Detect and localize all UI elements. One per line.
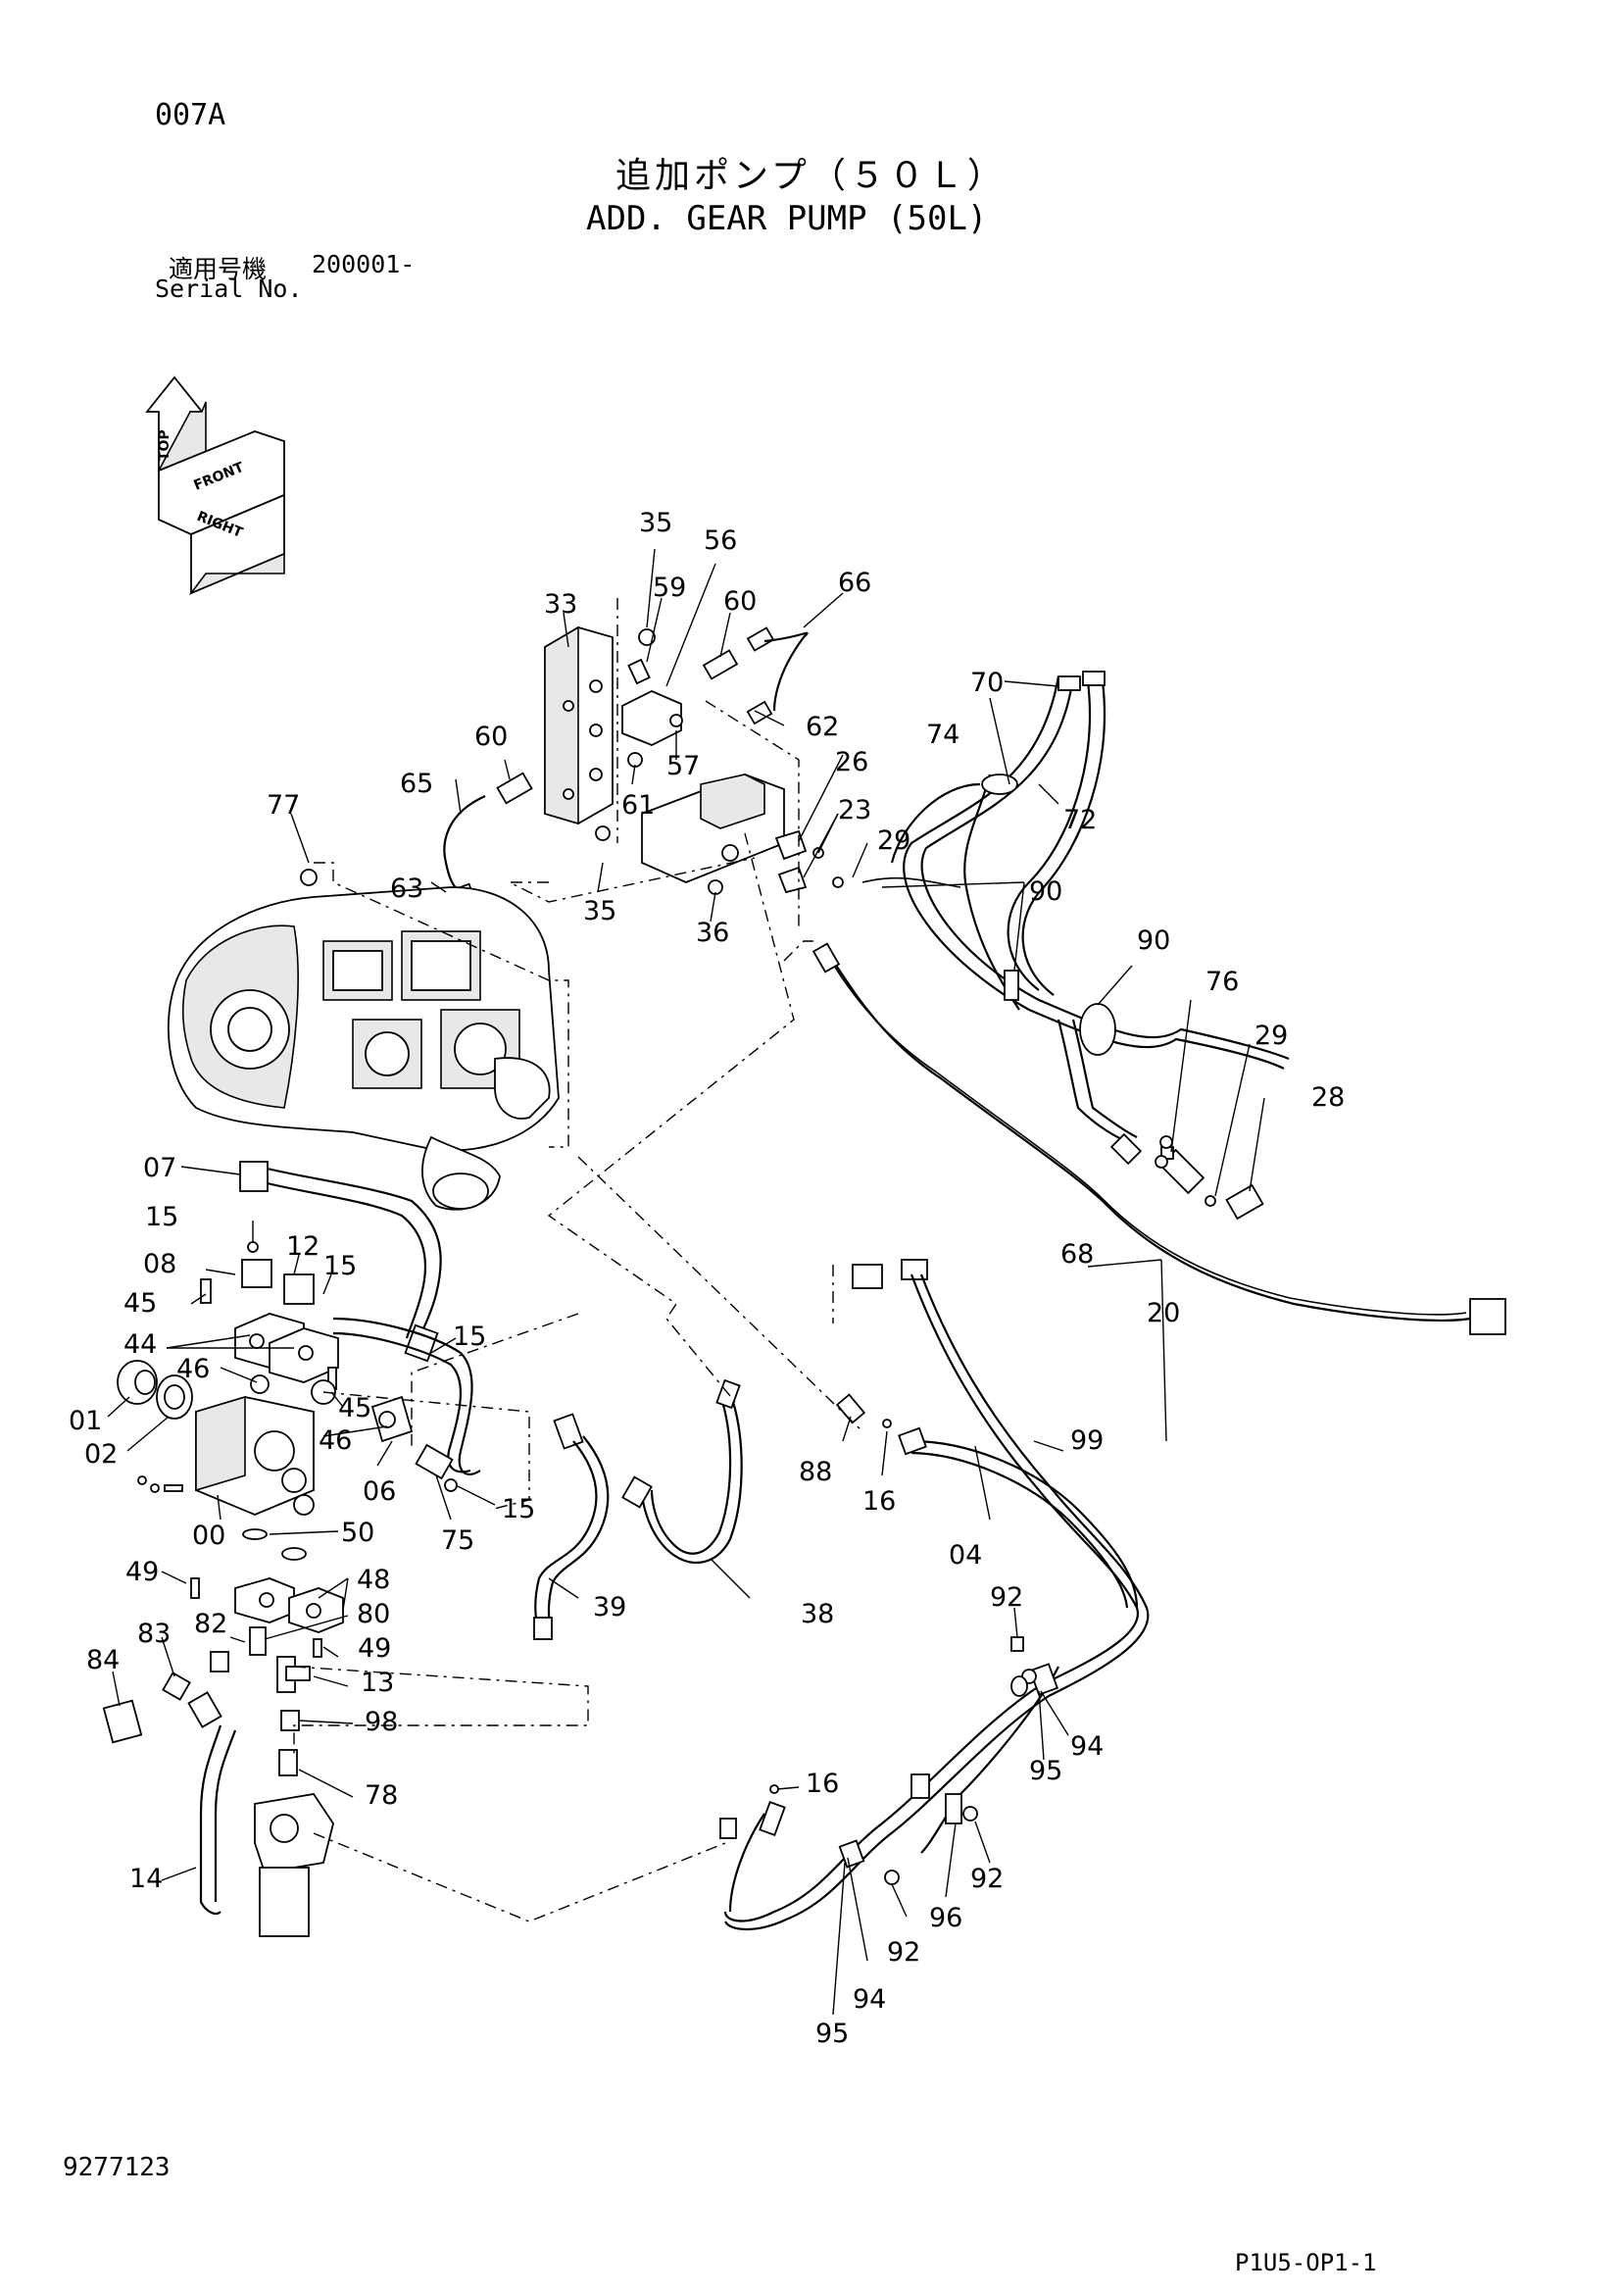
main-pump-assembly xyxy=(167,869,560,1211)
hoses-99-04 xyxy=(719,1259,1150,1930)
callout-29: 29 xyxy=(877,825,910,856)
hose-68 xyxy=(812,942,1506,1335)
callout-23: 23 xyxy=(838,795,871,825)
callout-20: 20 xyxy=(1147,1298,1180,1328)
callout-99: 99 xyxy=(1070,1425,1104,1456)
callout-59: 59 xyxy=(653,573,686,603)
callout-06: 06 xyxy=(363,1476,396,1507)
callout-60: 60 xyxy=(723,586,757,617)
callout-65: 65 xyxy=(400,769,433,799)
callout-44: 44 xyxy=(123,1329,157,1360)
callout-95: 95 xyxy=(1029,1756,1062,1786)
callout-46: 46 xyxy=(176,1354,210,1384)
callout-94: 94 xyxy=(853,1984,886,2015)
orientation-top-label: TOP xyxy=(157,429,172,461)
callout-numbers: 35 56 59 60 66 33 62 60 57 65 61 26 23 2… xyxy=(69,508,1345,2049)
callout-66: 66 xyxy=(838,568,871,598)
callout-08: 08 xyxy=(143,1249,176,1279)
callout-13: 13 xyxy=(361,1668,394,1698)
callout-83: 83 xyxy=(137,1619,171,1649)
callout-62: 62 xyxy=(806,712,839,742)
hose-bundle-upper xyxy=(861,671,1290,1221)
callout-75: 75 xyxy=(441,1525,474,1556)
callout-80: 80 xyxy=(357,1599,390,1629)
serial-label-japanese: 適用号機 xyxy=(169,255,268,283)
callout-92: 92 xyxy=(970,1864,1004,1894)
valve-bracket-assembly xyxy=(443,625,844,908)
callout-56: 56 xyxy=(704,525,737,556)
document-number: 9277123 xyxy=(63,2153,171,2182)
callout-82: 82 xyxy=(194,1609,227,1639)
callout-48: 48 xyxy=(357,1565,390,1595)
callout-57: 57 xyxy=(666,751,700,781)
callout-68: 68 xyxy=(1060,1239,1094,1270)
callout-26: 26 xyxy=(835,747,868,777)
callout-14: 14 xyxy=(129,1864,163,1894)
callout-15: 15 xyxy=(502,1494,535,1524)
callout-45: 45 xyxy=(338,1393,371,1423)
callout-90: 90 xyxy=(1137,925,1170,956)
gear-pump-assembly xyxy=(102,1161,481,1937)
callout-63: 63 xyxy=(390,873,423,904)
orientation-indicator: TOP FRONT RIGHT xyxy=(145,375,285,595)
callout-38: 38 xyxy=(801,1599,834,1629)
callout-07: 07 xyxy=(143,1153,176,1183)
callout-28: 28 xyxy=(1311,1082,1345,1113)
callout-16: 16 xyxy=(862,1486,896,1517)
callout-72: 72 xyxy=(1063,805,1097,835)
serial-label-english: Serial No. xyxy=(155,275,303,303)
callout-15: 15 xyxy=(145,1202,178,1232)
page-id: 007A xyxy=(155,98,226,132)
callout-50: 50 xyxy=(341,1518,374,1548)
callout-36: 36 xyxy=(696,918,729,948)
callout-98: 98 xyxy=(365,1707,398,1737)
callout-49: 49 xyxy=(358,1633,391,1664)
callout-02: 02 xyxy=(84,1439,118,1470)
callout-76: 76 xyxy=(1205,967,1239,997)
callout-74: 74 xyxy=(926,720,959,750)
callout-78: 78 xyxy=(365,1780,398,1811)
leader-lines xyxy=(107,548,1265,2016)
callout-29: 29 xyxy=(1254,1021,1288,1051)
callout-60: 60 xyxy=(474,722,508,752)
callout-77: 77 xyxy=(267,790,300,821)
title-japanese: 追加ポンプ（５０Ｌ） xyxy=(615,156,1007,196)
callout-88: 88 xyxy=(799,1457,832,1487)
callout-94: 94 xyxy=(1070,1731,1104,1762)
callout-84: 84 xyxy=(86,1645,120,1675)
callout-95: 95 xyxy=(815,2019,849,2049)
callout-00: 00 xyxy=(192,1521,225,1551)
callout-33: 33 xyxy=(544,589,577,620)
callout-46: 46 xyxy=(319,1425,352,1456)
callout-90: 90 xyxy=(1029,876,1062,907)
title-english: ADD. GEAR PUMP (50L) xyxy=(586,199,988,238)
callout-35: 35 xyxy=(583,896,616,926)
callout-15: 15 xyxy=(323,1251,357,1281)
reference-lines xyxy=(293,598,863,1922)
callout-35: 35 xyxy=(639,508,672,538)
page-reference: P1U5-OP1-1 xyxy=(1235,2249,1377,2276)
callout-49: 49 xyxy=(125,1557,159,1587)
callout-01: 01 xyxy=(69,1406,102,1436)
callout-61: 61 xyxy=(621,790,655,821)
callout-92: 92 xyxy=(990,1582,1023,1613)
callout-39: 39 xyxy=(593,1592,626,1622)
callout-04: 04 xyxy=(949,1540,982,1571)
callout-45: 45 xyxy=(123,1288,157,1319)
callout-15: 15 xyxy=(453,1322,486,1352)
callout-96: 96 xyxy=(929,1903,962,1933)
callout-12: 12 xyxy=(286,1231,320,1262)
serial-range: 200001- xyxy=(312,250,416,278)
callout-92: 92 xyxy=(887,1937,920,1968)
callout-70: 70 xyxy=(970,668,1004,698)
hoses-39-38 xyxy=(533,1378,743,1640)
callout-16: 16 xyxy=(806,1769,839,1799)
